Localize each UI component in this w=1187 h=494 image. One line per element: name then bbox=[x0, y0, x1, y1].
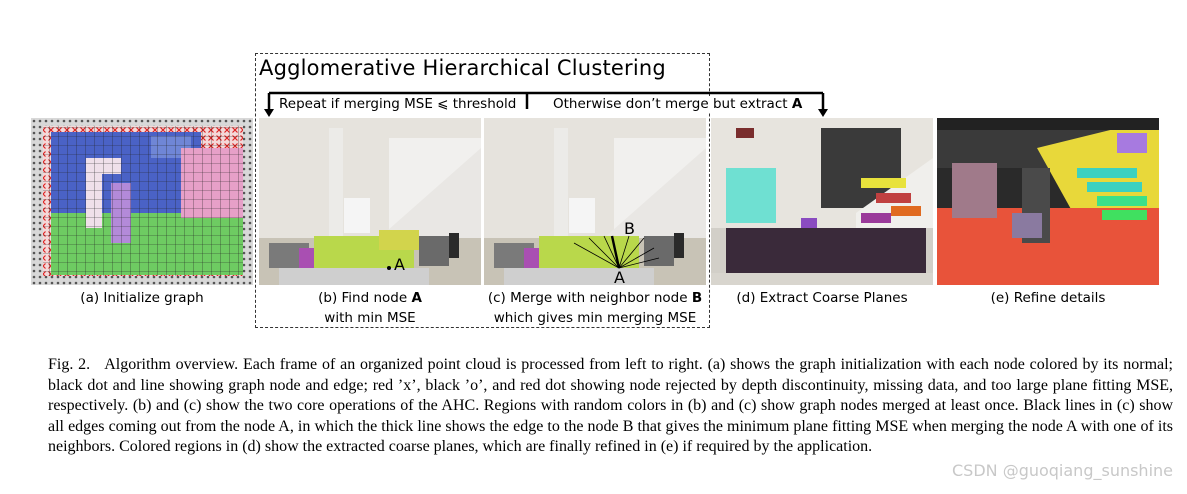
caption-c: (c) Merge with neighbor node B which giv… bbox=[484, 288, 706, 328]
caption-e-line1: (e) Refine details bbox=[990, 290, 1106, 306]
node-a-label-c: A bbox=[614, 268, 625, 285]
flow-arrows bbox=[264, 91, 828, 117]
panel-b-image: A bbox=[259, 118, 481, 285]
repeat-label-post: threshold bbox=[452, 96, 517, 112]
caption-b-line1: (b) Find node bbox=[318, 290, 412, 306]
node-a-label-b: A bbox=[394, 255, 405, 274]
figure-caption-lead: Fig. 2. bbox=[48, 356, 91, 373]
caption-b-bold: A bbox=[411, 290, 422, 306]
ahc-dashed-box bbox=[255, 53, 710, 328]
caption-b-line2: with min MSE bbox=[324, 310, 416, 326]
otherwise-label: Otherwise don’t merge but extract A bbox=[551, 96, 805, 112]
watermark: CSDN @guoqiang_sunshine bbox=[951, 461, 1173, 480]
ahc-title: Agglomerative Hierarchical Clustering bbox=[259, 56, 666, 80]
repeat-label-symbol: ⩽ bbox=[437, 96, 449, 112]
caption-c-line2: which gives min merging MSE bbox=[493, 310, 697, 326]
caption-a: (a) Initialize graph bbox=[31, 288, 253, 308]
caption-d: (d) Extract Coarse Planes bbox=[711, 288, 933, 308]
repeat-label: Repeat if merging MSE ⩽ threshold bbox=[277, 96, 519, 112]
caption-d-line1: (d) Extract Coarse Planes bbox=[736, 290, 908, 306]
caption-e: (e) Refine details bbox=[937, 288, 1159, 308]
caption-c-line1: (c) Merge with neighbor node bbox=[487, 290, 692, 306]
panel-a-image bbox=[31, 118, 253, 285]
otherwise-label-pre: Otherwise don’t merge but extract bbox=[553, 96, 788, 112]
node-b-label: B bbox=[624, 219, 635, 238]
caption-c-bold: B bbox=[691, 290, 703, 306]
figure-caption-body: Algorithm overview. Each frame of an org… bbox=[48, 356, 1174, 455]
caption-b: (b) Find node A with min MSE bbox=[259, 288, 481, 328]
figure-caption: Fig. 2.Algorithm overview. Each frame of… bbox=[48, 355, 1173, 458]
panel-c-image: B A bbox=[484, 118, 706, 285]
panel-e-image bbox=[937, 118, 1159, 285]
caption-a-line1: (a) Initialize graph bbox=[80, 290, 204, 306]
otherwise-label-bold: A bbox=[791, 96, 803, 112]
repeat-label-pre: Repeat if merging MSE bbox=[279, 96, 433, 112]
panel-d-image bbox=[711, 118, 933, 285]
